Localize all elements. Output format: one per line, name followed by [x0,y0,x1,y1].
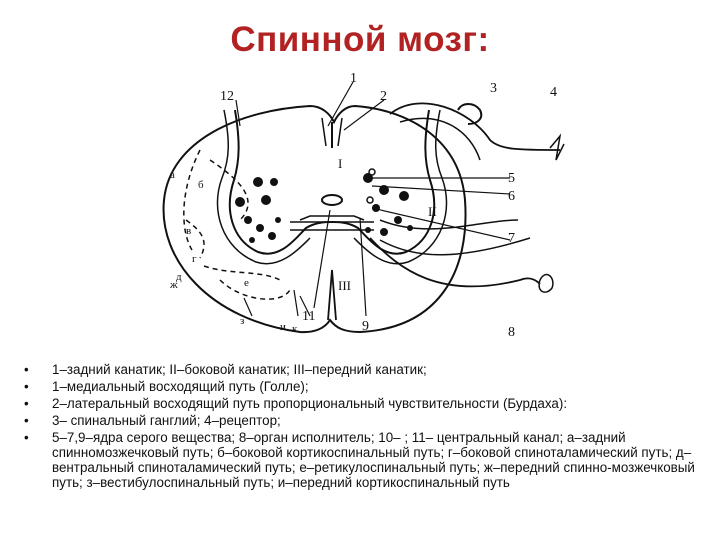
dorsal-root [389,102,561,151]
label-g: г [192,253,197,265]
legend-text: 2–латеральный восходящий путь пропорцион… [52,396,568,411]
legend-text: 1–задний канатик; II–боковой канатик; II… [52,362,427,377]
legend-text: 3– спинальный ганглий; 4–рецептор; [52,413,281,428]
receptor [549,133,565,161]
label-roman-I: I [338,156,342,171]
label-k: к [292,323,298,335]
cord-outline [162,104,467,334]
label-b: б [198,179,204,191]
label-11: 11 [302,309,315,324]
effector [538,273,554,293]
label-e: е [244,277,249,289]
label-5: 5 [508,171,515,186]
grey-matter-nuclei [235,168,413,243]
bullet: • [24,396,29,411]
bullet: • [24,413,29,428]
label-roman-II: II [428,204,437,219]
label-7: 7 [508,231,515,246]
label-1: 1 [350,71,357,86]
label-6: 6 [508,189,515,204]
label-d: д [176,271,182,283]
label-8: 8 [508,325,515,340]
legend-text: 5–7,9–ядра серого вещества; 8–орган испо… [52,430,695,490]
label-9: 9 [362,319,369,334]
label-roman-III: III [338,278,351,293]
bullet: • [24,379,29,394]
ganglion [457,103,483,125]
legend-item: • 3– спинальный ганглий; 4–рецептор; [24,413,704,428]
legend-list: • 1–задний канатик; II–боковой канатик; I… [24,362,704,492]
spinal-cord-diagram: 1 2 3 4 5 6 7 8 9 11 12 I II III а б в г… [162,71,565,340]
page-title: Спинной мозг: [230,20,490,59]
legend-item: • 5–7,9–ядра серого вещества; 8–орган ис… [24,430,704,490]
label-12: 12 [220,89,234,104]
label-zh: ж [169,279,178,291]
bullet: • [24,362,29,377]
label-v: в [186,225,191,237]
label-i: и [280,321,286,333]
label-z: з [240,315,244,327]
legend-item: • 1–медиальный восходящий путь (Голле); [24,379,704,394]
ventral-root [369,237,541,288]
legend-item: • 2–латеральный восходящий путь пропорцио… [24,396,704,411]
tract-boundary [183,149,201,251]
label-3: 3 [490,81,497,96]
legend-item: • 1–задний канатик; II–боковой канатик; I… [24,362,704,377]
central-canal [321,194,343,206]
label-4: 4 [550,85,557,100]
label-2: 2 [380,89,387,104]
anterior-fissure [327,269,337,321]
legend-text: 1–медиальный восходящий путь (Голле); [52,379,309,394]
bullet: • [24,430,29,445]
label-a: а [170,169,175,181]
